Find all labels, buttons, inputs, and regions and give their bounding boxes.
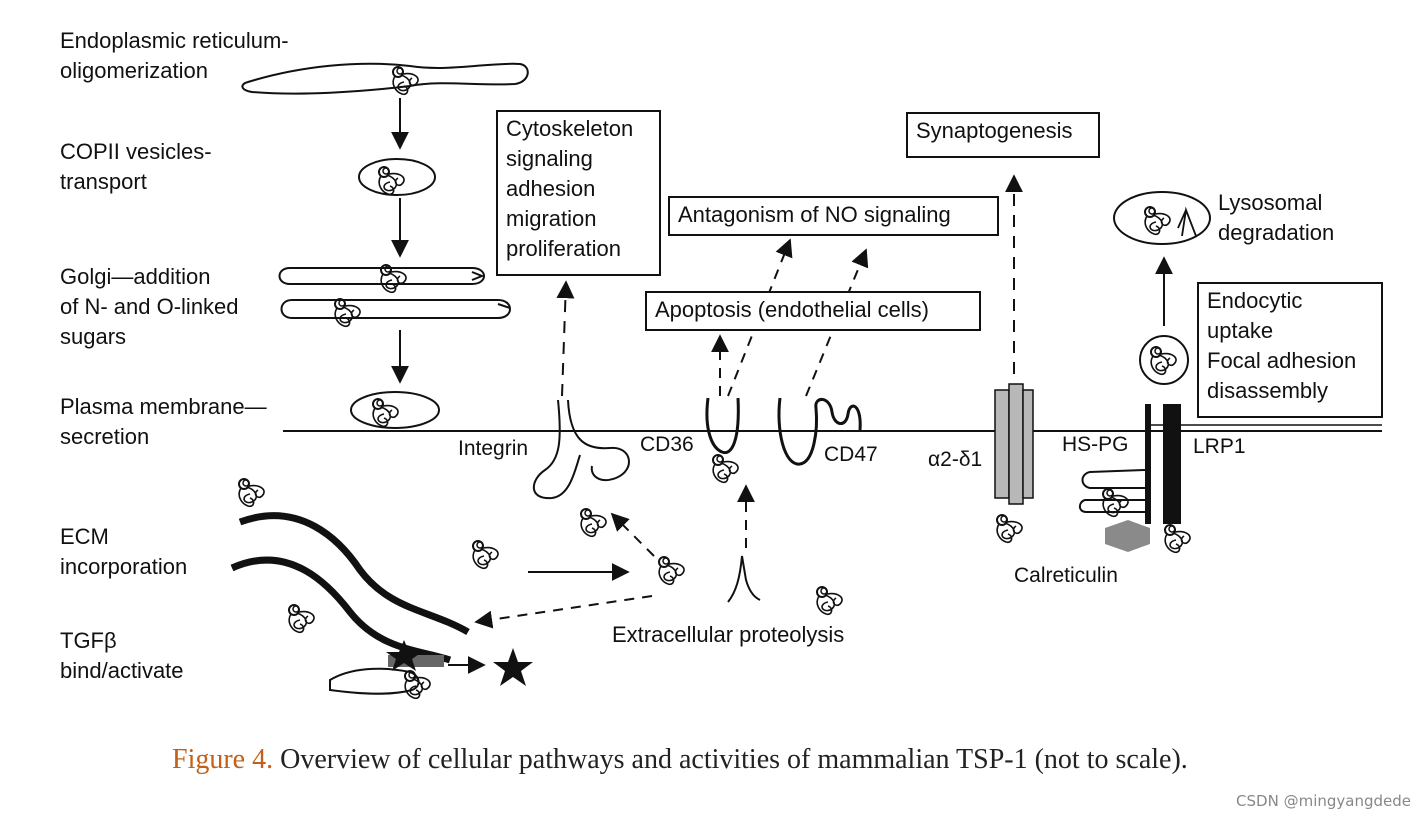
tsp1-fragment-lysosome bbox=[1177, 206, 1197, 237]
label-proteolysis: Extracellular proteolysis bbox=[612, 622, 845, 647]
arrow-cd36-no bbox=[727, 238, 793, 397]
tgf-beta-star-bound bbox=[386, 640, 422, 671]
box-cytoskeleton-line3: adhesion bbox=[506, 176, 596, 201]
label-er-line2: oligomerization bbox=[60, 58, 208, 83]
tsp1-lysosome bbox=[1144, 206, 1172, 236]
cd47-receptor bbox=[777, 397, 862, 466]
tsp1-secretion bbox=[372, 398, 400, 428]
tsp1-integrin bbox=[580, 508, 608, 538]
label-tgf: TGFβ bind/activate bbox=[60, 626, 184, 686]
tsp1-fragment-2 bbox=[816, 586, 844, 616]
golgi-cisterna-2 bbox=[280, 299, 511, 319]
box-synaptogenesis: Synaptogenesis bbox=[906, 112, 1100, 158]
label-lysosomal-line1: Lysosomal bbox=[1218, 190, 1323, 215]
box-endocytic-line1: Endocytic bbox=[1207, 288, 1303, 313]
label-plasma-membrane: Plasma membrane— secretion bbox=[60, 392, 267, 452]
box-cytoskeleton-line5: proliferation bbox=[506, 236, 621, 261]
er-membrane bbox=[241, 62, 529, 95]
box-antagonism: Antagonism of NO signaling bbox=[668, 196, 999, 236]
label-golgi-line2: of N- and O-linked bbox=[60, 294, 239, 319]
tsp1-ecm-1 bbox=[238, 478, 266, 508]
label-lrp1: LRP1 bbox=[1193, 435, 1246, 458]
label-golgi: Golgi—addition of N- and O-linked sugars bbox=[60, 262, 239, 352]
ecm-fiber-2 bbox=[230, 556, 452, 664]
label-golgi-line1: Golgi—addition bbox=[60, 264, 211, 289]
label-copii: COPII vesicles- transport bbox=[60, 137, 212, 197]
caption-label: Figure 4. bbox=[172, 744, 274, 775]
figure-caption: Figure 4. Overview of cellular pathways … bbox=[172, 742, 1188, 778]
label-tgf-line2: bind/activate bbox=[60, 658, 184, 683]
tsp1-golgi-1 bbox=[380, 264, 408, 294]
label-er: Endoplasmic reticulum- oligomerization bbox=[60, 26, 289, 86]
lysosome bbox=[1113, 191, 1211, 245]
box-endocytic-line4: disassembly bbox=[1207, 378, 1329, 403]
label-lysosomal: Lysosomal degradation bbox=[1218, 188, 1334, 248]
label-copii-line1: COPII vesicles- bbox=[60, 139, 212, 164]
label-ecm-line2: incorporation bbox=[60, 554, 188, 579]
secretory-vesicle bbox=[350, 391, 440, 429]
label-golgi-line3: sugars bbox=[60, 324, 127, 349]
box-cytoskeleton: Cytoskeleton signaling adhesion migratio… bbox=[496, 110, 661, 276]
golgi-cisterna-1 bbox=[278, 267, 485, 285]
cd36-receptor bbox=[705, 397, 740, 455]
tsp1-cd36 bbox=[712, 454, 740, 484]
tsp1-golgi-2 bbox=[334, 298, 362, 328]
copii-vesicle bbox=[358, 158, 436, 196]
label-pm-line2: secretion bbox=[60, 424, 150, 449]
calreticulin-shape bbox=[1105, 520, 1150, 552]
box-apoptosis: Apoptosis (endothelial cells) bbox=[645, 291, 981, 331]
label-alpha2-delta1: α2-δ1 bbox=[928, 448, 983, 471]
tsp1-er bbox=[392, 66, 420, 96]
label-ecm: ECM incorporation bbox=[60, 522, 187, 582]
alpha2-delta1-subunit-2 bbox=[1008, 383, 1024, 505]
label-calreticulin: Calreticulin bbox=[1014, 564, 1118, 587]
tsp1-proteolysis bbox=[658, 556, 686, 586]
label-er-line1: Endoplasmic reticulum- bbox=[60, 28, 289, 53]
endocytic-vesicle bbox=[1139, 335, 1189, 385]
watermark: CSDN @mingyangdede bbox=[1236, 792, 1411, 810]
tgf-beta-star-active bbox=[493, 648, 533, 686]
hspg-chains bbox=[1078, 469, 1146, 513]
arrow-integrin-cytoskeleton bbox=[556, 280, 575, 397]
label-pm-line1: Plasma membrane— bbox=[60, 394, 267, 419]
arrow-proteolysis-ecm bbox=[474, 595, 653, 629]
label-hspg: HS-PG bbox=[1062, 433, 1129, 456]
alpha2-delta1-subunit-3 bbox=[1022, 389, 1034, 499]
hspg-receptor bbox=[1145, 404, 1151, 524]
box-endocytic-line3: Focal adhesion bbox=[1207, 348, 1357, 373]
arrow-proteolysis-integrin bbox=[610, 512, 655, 557]
box-cytoskeleton-line4: migration bbox=[506, 206, 597, 231]
tsp1-endocytic bbox=[1150, 346, 1178, 376]
label-copii-line2: transport bbox=[60, 169, 147, 194]
label-integrin: Integrin bbox=[458, 437, 529, 460]
label-cd36: CD36 bbox=[640, 433, 694, 456]
caption-text: Overview of cellular pathways and activi… bbox=[273, 744, 1188, 775]
ecm-fiber-1 bbox=[238, 512, 470, 636]
integrin-receptor bbox=[532, 399, 630, 500]
tsp1-fragment bbox=[727, 555, 761, 603]
label-lysosomal-line2: degradation bbox=[1218, 220, 1335, 245]
box-endocytic-line2: uptake bbox=[1207, 318, 1274, 343]
label-ecm-line1: ECM bbox=[60, 524, 109, 549]
box-cytoskeleton-line1: Cytoskeleton bbox=[506, 116, 634, 141]
box-endocytic: Endocytic uptake Focal adhesion disassem… bbox=[1197, 282, 1383, 418]
tsp1-lrp1 bbox=[1164, 524, 1192, 554]
lrp1-receptor bbox=[1163, 404, 1181, 524]
tsp1-copii bbox=[378, 166, 406, 196]
label-tgf-line1: TGFβ bbox=[60, 628, 117, 653]
tsp1-extracellular bbox=[472, 540, 500, 570]
alpha2-delta1-subunit-1 bbox=[994, 389, 1010, 499]
tsp1-alpha2delta1 bbox=[996, 514, 1024, 544]
label-cd47: CD47 bbox=[824, 443, 878, 466]
box-cytoskeleton-line2: signaling bbox=[506, 146, 593, 171]
tsp1-ecm-2 bbox=[288, 604, 316, 634]
